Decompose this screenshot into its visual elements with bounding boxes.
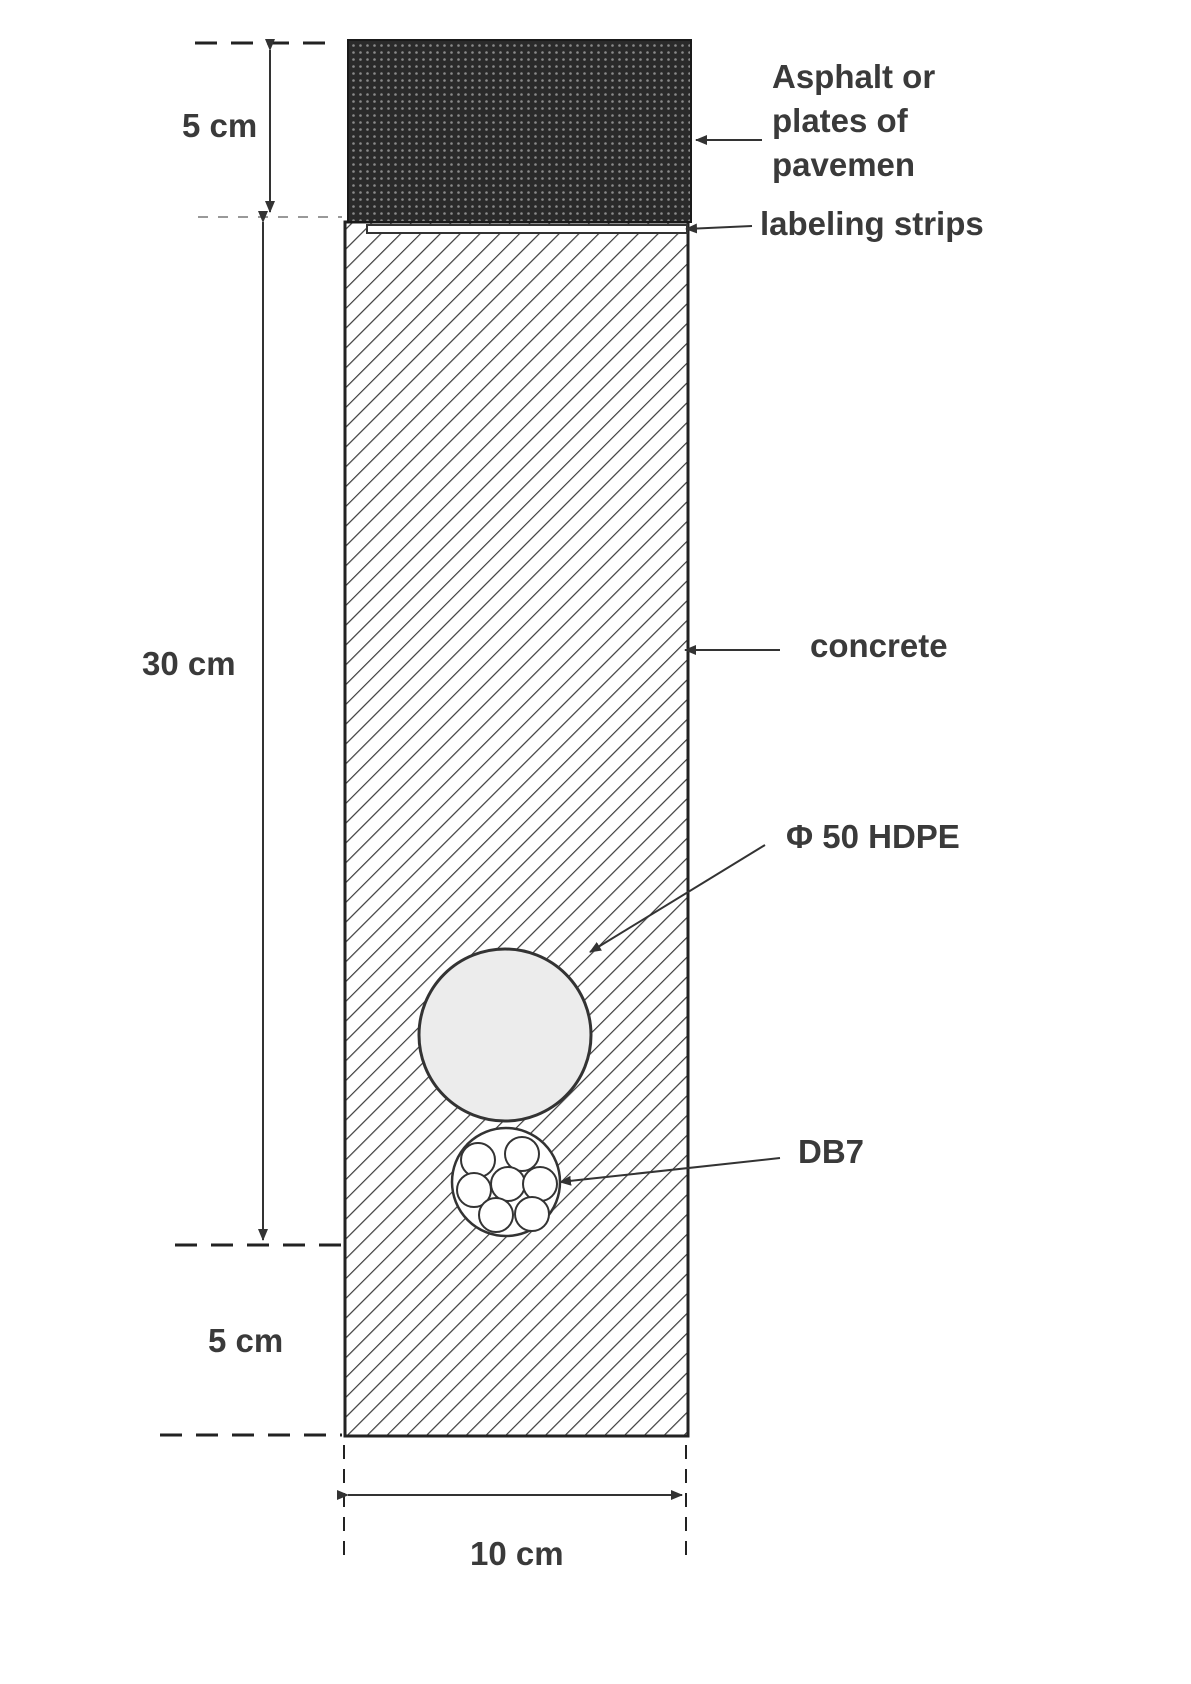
hdpe-callout-arrow: [589, 844, 766, 953]
labeling-strip: [366, 224, 688, 234]
concrete-layer: [343, 220, 690, 1438]
asphalt-label-line-1: Asphalt or: [772, 58, 935, 95]
labeling-strips-callout-arrow: [685, 223, 753, 234]
width-dimension-label: 10 cm: [470, 1535, 564, 1572]
labeling-strips-label: labeling strips: [760, 205, 984, 242]
asphalt-label-line-3: pavemen: [772, 146, 915, 183]
middle-layer-dimension-label: 30 cm: [142, 645, 236, 682]
db7-cable-bundle: [450, 1126, 562, 1238]
db7-label: DB7: [798, 1133, 864, 1170]
asphalt-label-line-2: plates of: [772, 102, 909, 139]
hdpe-pipe: [417, 947, 593, 1123]
hdpe-label: Φ 50 HDPE: [786, 818, 960, 855]
concrete-label: concrete: [810, 627, 948, 664]
asphalt-layer: [347, 39, 692, 223]
db7-callout-arrow: [559, 1157, 781, 1186]
bottom-layer-dimension-label: 5 cm: [208, 1322, 283, 1359]
top-layer-dimension-label: 5 cm: [182, 107, 257, 144]
